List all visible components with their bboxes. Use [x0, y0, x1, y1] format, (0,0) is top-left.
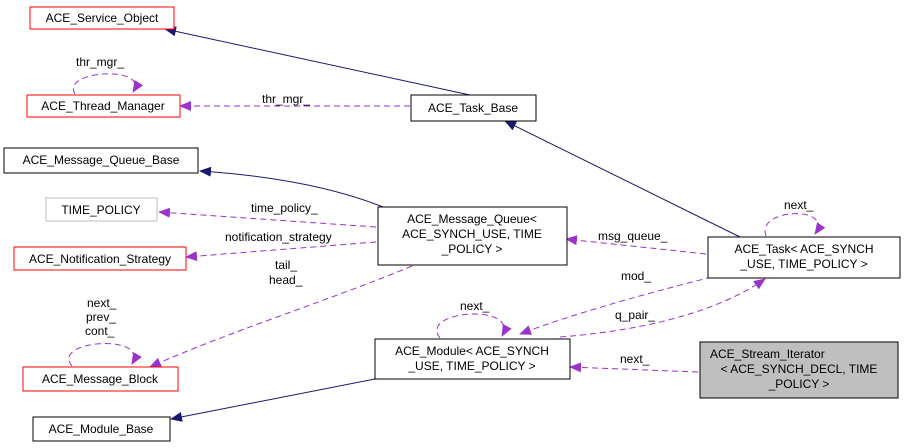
label-msg-queue: msg_queue_	[598, 229, 668, 243]
edge-module-self	[436, 313, 512, 339]
node-module-label-1: ACE_Module< ACE_SYNCH	[395, 344, 549, 358]
node-message-queue-base[interactable]: ACE_Message_Queue_Base	[3, 147, 199, 174]
node-message-block-label: ACE_Message_Block	[42, 372, 159, 386]
node-stream-iterator[interactable]: ACE_Stream_Iterator < ACE_SYNCH_DECL, TI…	[699, 341, 899, 399]
label-block-next: next_	[87, 296, 117, 310]
edge-notification-strategy	[185, 241, 377, 262]
label-block-cont: cont_	[85, 324, 115, 338]
node-thread-manager[interactable]: ACE_Thread_Manager	[26, 94, 181, 118]
edge-iterator-next	[569, 362, 699, 373]
node-module-base-label: ACE_Module_Base	[49, 422, 154, 436]
label-head: head_	[269, 273, 303, 287]
node-stream-iterator-label-3: _POLICY >	[768, 377, 830, 391]
edge-task-self	[764, 213, 826, 237]
node-task-label-2: _USE, TIME_POLICY >	[739, 257, 867, 271]
node-message-queue-label-2: ACE_SYNCH_USE, TIME	[402, 227, 542, 241]
node-service-object-label: ACE_Service_Object	[46, 11, 159, 25]
node-notification-strategy[interactable]: ACE_Notification_Strategy	[13, 246, 187, 271]
node-task-base-label: ACE_Task_Base	[428, 101, 518, 115]
node-thread-manager-label: ACE_Thread_Manager	[41, 99, 164, 113]
edge-labels: thr_mgr_ thr_mgr_ next_ msg_queue_ time_…	[76, 55, 814, 366]
node-notification-strategy-label: ACE_Notification_Strategy	[29, 252, 171, 266]
edge-task-to-task-base	[504, 120, 741, 238]
edge-tail-head	[149, 265, 413, 368]
node-stream-iterator-label-2: < ACE_SYNCH_DECL, TIME	[721, 362, 878, 376]
node-time-policy[interactable]: TIME_POLICY	[45, 197, 158, 222]
label-block-prev: prev_	[86, 310, 116, 324]
edge-thread-manager-self	[72, 73, 144, 95]
node-message-queue-base-label: ACE_Message_Queue_Base	[23, 153, 180, 167]
edge-msg-queue	[565, 235, 707, 255]
edge-q-pair	[559, 278, 766, 338]
edges	[68, 26, 826, 422]
node-task-base[interactable]: ACE_Task_Base	[410, 94, 537, 122]
node-module-base[interactable]: ACE_Module_Base	[32, 416, 171, 442]
edge-mod	[519, 276, 713, 335]
node-message-queue[interactable]: ACE_Message_Queue< ACE_SYNCH_USE, TIME _…	[377, 206, 568, 266]
node-module[interactable]: ACE_Module< ACE_SYNCH _USE, TIME_POLICY …	[374, 338, 571, 380]
edge-message-block-self	[68, 343, 142, 367]
node-task-label-1: ACE_Task< ACE_SYNCH	[734, 242, 873, 256]
label-mod: mod_	[621, 269, 651, 283]
label-tail: tail_	[275, 258, 297, 272]
label-task-next: next_	[784, 198, 814, 212]
node-message-block[interactable]: ACE_Message_Block	[22, 366, 179, 392]
label-iterator-next: next_	[620, 352, 650, 366]
node-message-queue-label-3: _POLICY >	[441, 242, 503, 256]
node-service-object[interactable]: ACE_Service_Object	[29, 6, 175, 30]
node-time-policy-label: TIME_POLICY	[61, 203, 140, 217]
edge-time-policy	[158, 207, 377, 228]
edge-message-queue-to-base	[199, 166, 389, 210]
label-notification-strategy: notification_strategy	[225, 230, 332, 244]
edge-task-base-to-service-object	[164, 26, 471, 96]
label-q-pair: q_pair_	[615, 308, 655, 322]
node-stream-iterator-label-1: ACE_Stream_Iterator	[710, 347, 825, 361]
node-message-queue-label-1: ACE_Message_Queue<	[407, 212, 537, 226]
label-module-next: next_	[460, 299, 490, 313]
node-module-label-2: _USE, TIME_POLICY >	[407, 359, 535, 373]
node-task[interactable]: ACE_Task< ACE_SYNCH _USE, TIME_POLICY >	[707, 236, 901, 279]
label-thr-mgr: thr_mgr_	[262, 92, 310, 106]
edge-module-to-module-base	[170, 377, 381, 422]
label-time-policy: time_policy_	[251, 201, 318, 215]
label-thr-mgr-self: thr_mgr_	[76, 55, 124, 69]
